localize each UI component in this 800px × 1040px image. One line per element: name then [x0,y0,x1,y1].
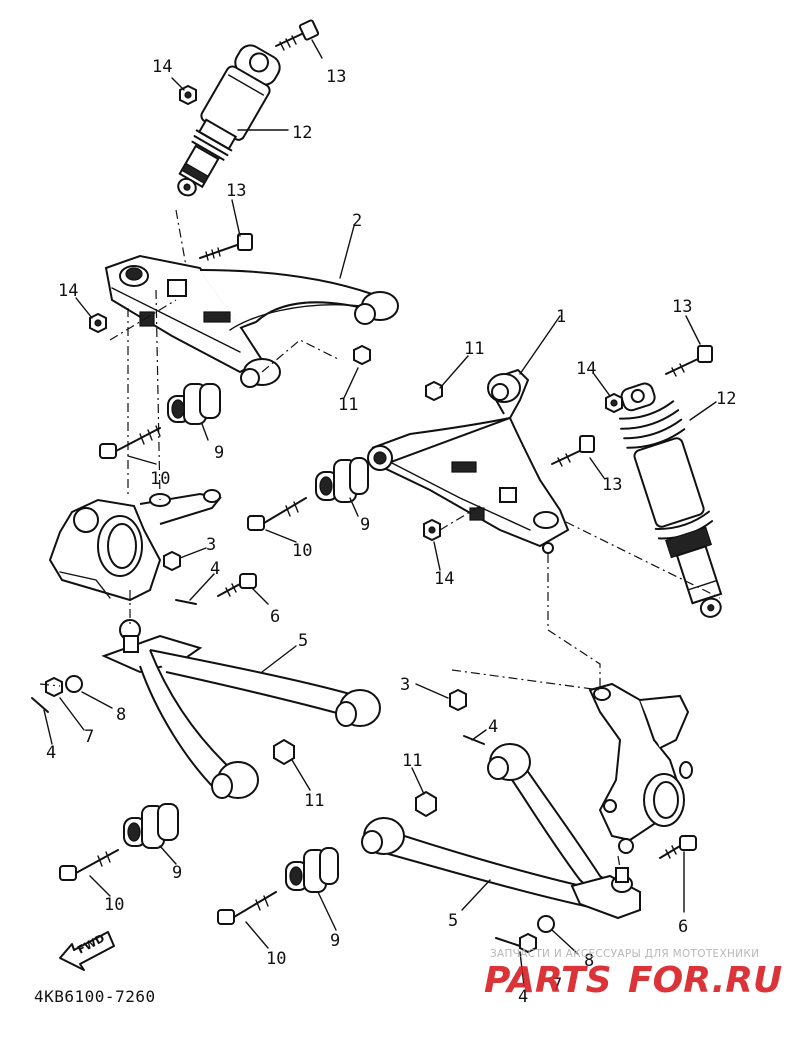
cotter-pin-4-left [175,599,197,605]
upper-left-a-arm [104,254,399,388]
callout-9: 9 [330,931,340,951]
callout-13: 13 [602,475,622,495]
cotter-pin-4-bottom [495,937,521,947]
watermark-logo-left: PARTS [484,960,612,1001]
callout-8: 8 [584,951,594,971]
callout-4: 4 [210,559,220,579]
callout-14: 14 [152,57,172,77]
right-steering-knuckle [588,682,693,854]
callout-13: 13 [226,181,246,201]
nut-3-right [449,688,467,712]
nut-14-far-right [605,392,623,414]
watermark-tagline: ЗАПЧАСТИ И АКСЕССУАРЫ ДЛЯ МОТОТЕХНИКИ [490,948,759,960]
callout-9: 9 [172,863,182,883]
lower-right-a-arm [361,743,641,920]
nut-11-upper-right [425,380,443,402]
nut-11-lower-right [415,790,437,818]
callout-12: 12 [716,389,736,409]
nut-14-left-arm [89,312,107,334]
nut-11-upper-left [353,344,371,366]
callout-7: 7 [84,727,94,747]
upper-right-a-arm [367,368,570,554]
washer-8-bottom [537,915,555,933]
callout-5: 5 [448,911,458,931]
nut-11-lower-left [273,738,295,766]
bolt-10-upper-left [99,425,161,459]
cotter-pin-4-far-left [31,697,49,713]
watermark-logo-right: FOR.RU [628,960,782,1001]
left-shock-absorber [177,44,281,197]
callout-11: 11 [304,791,324,811]
left-steering-knuckle [48,489,222,602]
nut-3-left [163,550,181,572]
nut-14-right-arm [423,518,441,542]
callout-1: 1 [556,307,566,327]
diagram-part-code: 4KB6100-7260 [34,987,156,1006]
callout-5: 5 [298,631,308,651]
forward-direction-arrow: FWD [59,931,115,971]
callout-14: 14 [434,569,454,589]
bushing-9-lower-left [123,803,179,849]
callout-8: 8 [116,705,126,725]
callout-4: 4 [518,987,528,1007]
right-shock-absorber [618,382,723,618]
callout-10: 10 [150,469,170,489]
nut-7-bottom [519,932,537,954]
callout-13: 13 [672,297,692,317]
bolt-13-far-right [665,345,713,377]
callout-14: 14 [58,281,78,301]
bushing-9-upper-left [167,383,221,425]
assembly-center-lines [39,209,721,869]
callout-4: 4 [488,717,498,737]
callout-11: 11 [338,395,358,415]
cotter-pin-4-right [463,735,485,745]
callout-11: 11 [402,751,422,771]
callout-10: 10 [292,541,312,561]
callout-13: 13 [326,67,346,87]
callout-2: 2 [352,211,362,231]
callout-9: 9 [360,515,370,535]
callout-14: 14 [576,359,596,379]
callout-7: 7 [552,975,562,995]
callout-11: 11 [464,339,484,359]
callout-6: 6 [270,607,280,627]
callout-leader-lines [43,39,717,987]
callout-6: 6 [678,917,688,937]
callout-9: 9 [214,443,224,463]
bolt-10-lower-right [217,891,277,925]
bolt-13-top [275,19,320,51]
callout-12: 12 [292,123,312,143]
nut-7-left [45,676,63,698]
callout-3: 3 [206,535,216,555]
bolt-13-right [551,435,595,467]
callout-3: 3 [400,675,410,695]
bushing-9-lower-right [285,847,339,893]
bolt-13-mid [199,233,253,261]
callout-4: 4 [46,743,56,763]
lower-left-a-arm [101,619,381,799]
callout-10: 10 [104,895,124,915]
callout-numbers: 14 13 12 13 2 14 11 9 10 1 11 13 14 12 1… [46,57,736,1007]
washer-8-left [65,675,83,693]
bolt-6-right [659,835,697,859]
bolt-6-left [217,573,257,597]
callout-10: 10 [266,949,286,969]
bolt-10-lower-left [59,849,119,881]
partsfor-watermark: ЗАПЧАСТИ И АКСЕССУАРЫ ДЛЯ МОТОТЕХНИКИ PA… [484,948,782,1001]
bushing-9-upper-right [315,457,369,503]
bolt-10-upper-right [247,497,307,531]
